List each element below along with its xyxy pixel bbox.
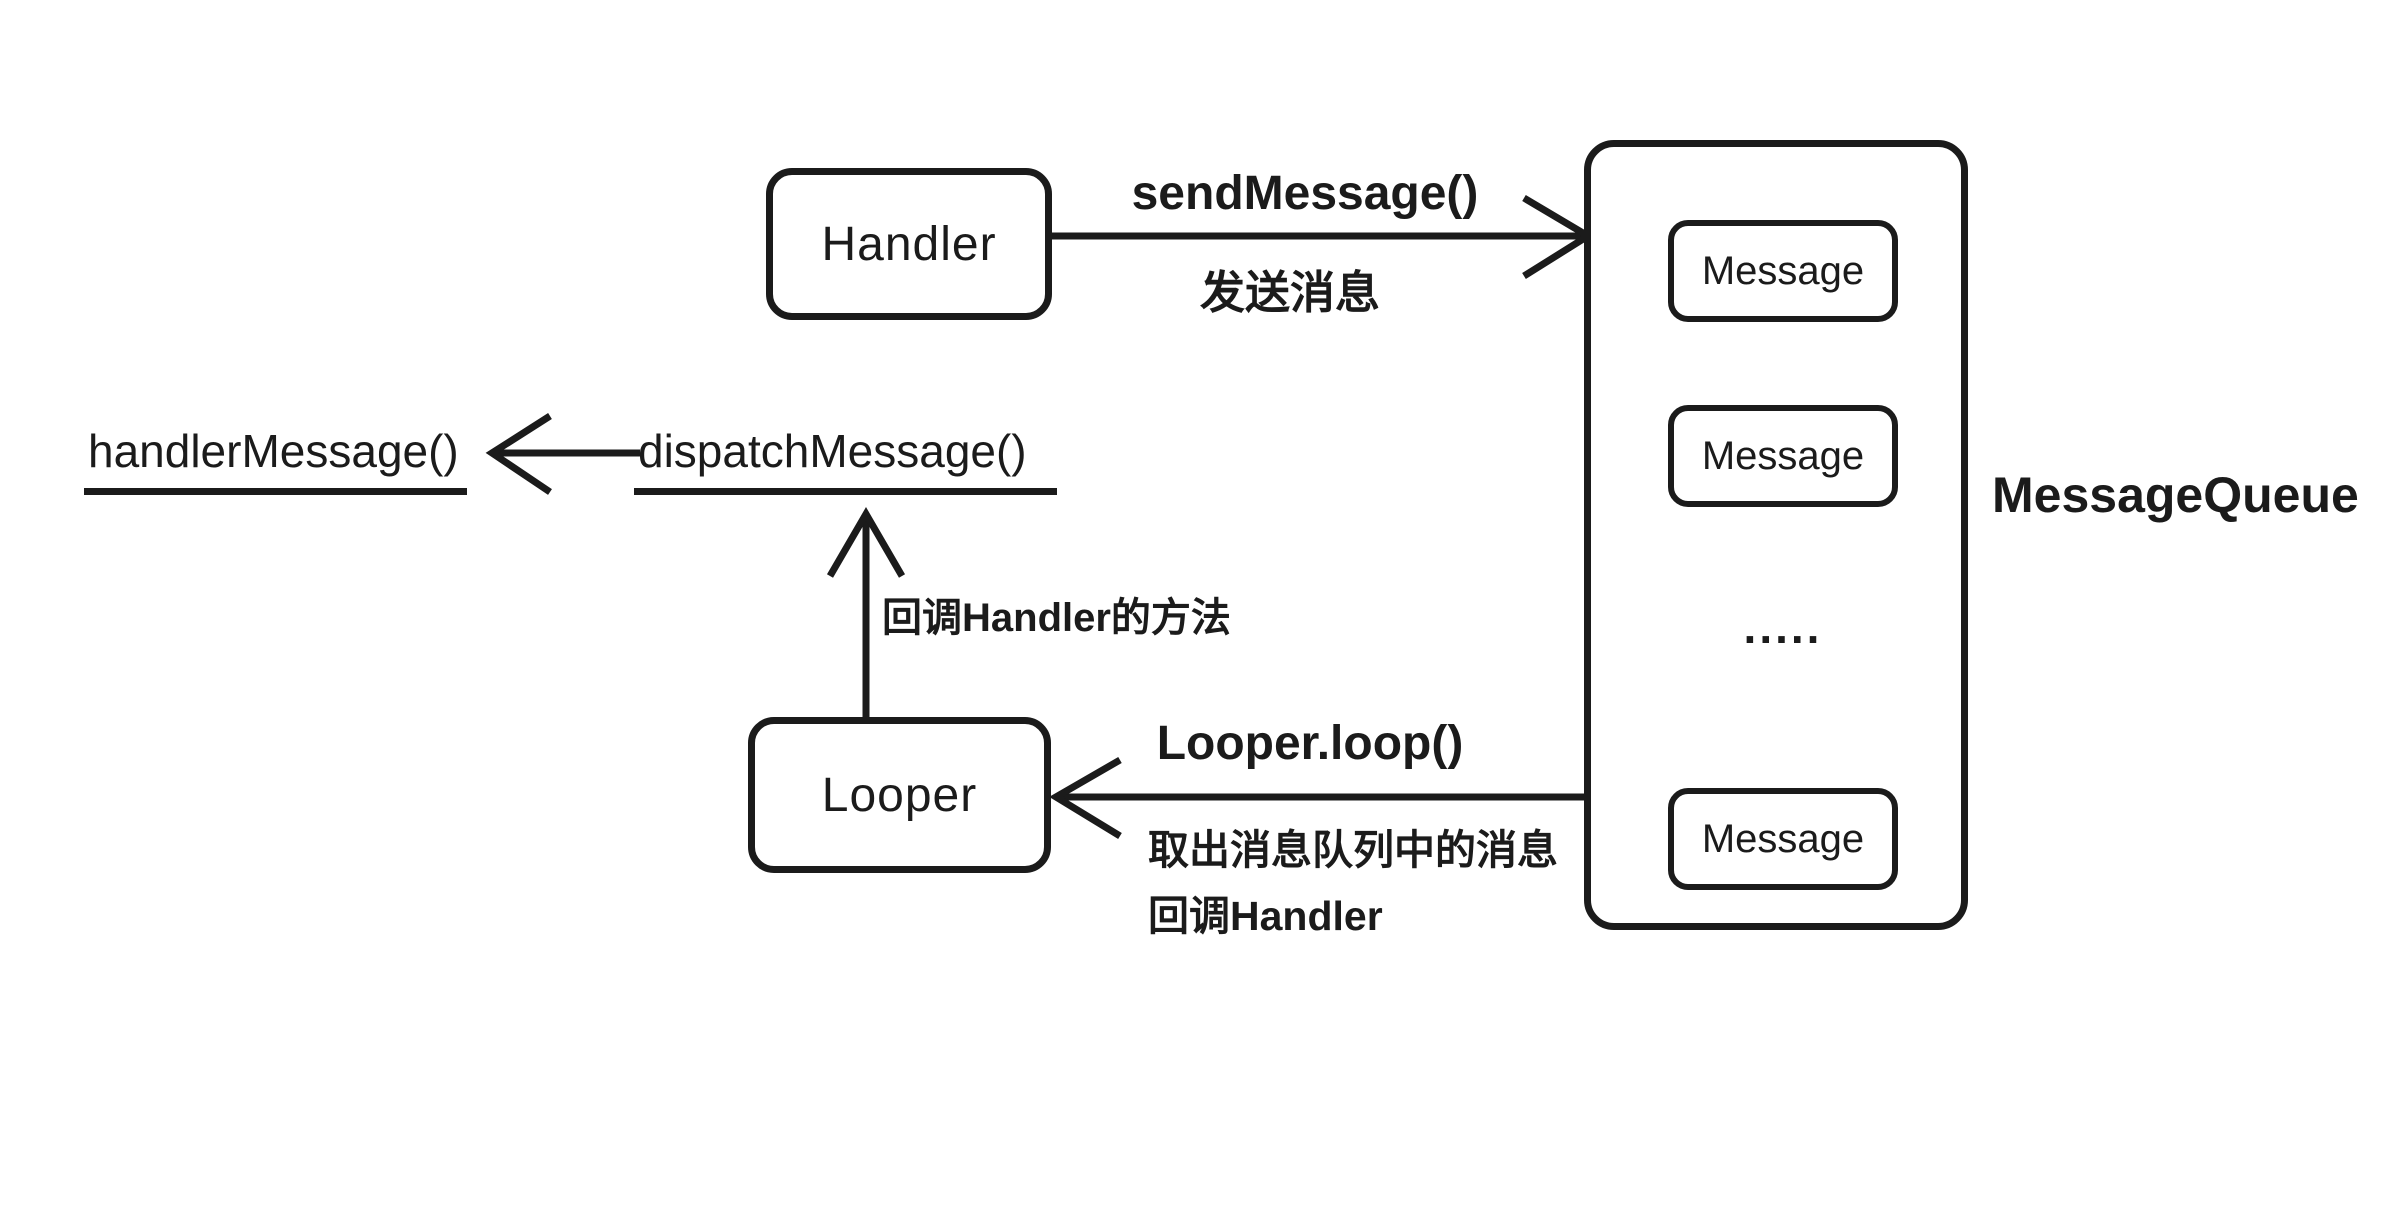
handler-box-label: Handler <box>821 217 997 271</box>
queue-ellipsis: ..... <box>1743 601 1823 653</box>
dispatch-message-label: dispatchMessage() <box>634 424 1057 495</box>
send-message-caption: 发送消息 <box>1199 267 1380 318</box>
callback-method-label: 回调Handler的方法 <box>882 596 1231 640</box>
handler-message-label: handlerMessage() <box>84 424 467 495</box>
message-box-1-label: Message <box>1701 248 1865 293</box>
looper-box: Looper <box>748 717 1051 873</box>
arrow-looper-to-dispatch <box>826 507 906 717</box>
message-box-2: Message <box>1668 405 1898 507</box>
send-message-label: sendMessage() <box>1131 167 1479 220</box>
message-box-1: Message <box>1668 220 1898 322</box>
message-box-2-label: Message <box>1701 433 1865 478</box>
looper-loop-caption-1: 取出消息队列中的消息 <box>1148 827 1558 873</box>
looper-box-label: Looper <box>821 768 978 822</box>
arrow-dispatch-to-handler <box>485 413 640 495</box>
message-box-3: Message <box>1668 788 1898 890</box>
message-queue-label: MessageQueue <box>1992 467 2359 523</box>
looper-loop-label: Looper.loop() <box>1156 717 1464 770</box>
arrow-queue-to-looper <box>1049 756 1584 839</box>
handler-box: Handler <box>766 168 1052 320</box>
looper-loop-caption-2: 回调Handler <box>1148 893 1383 939</box>
message-box-3-label: Message <box>1701 816 1865 861</box>
